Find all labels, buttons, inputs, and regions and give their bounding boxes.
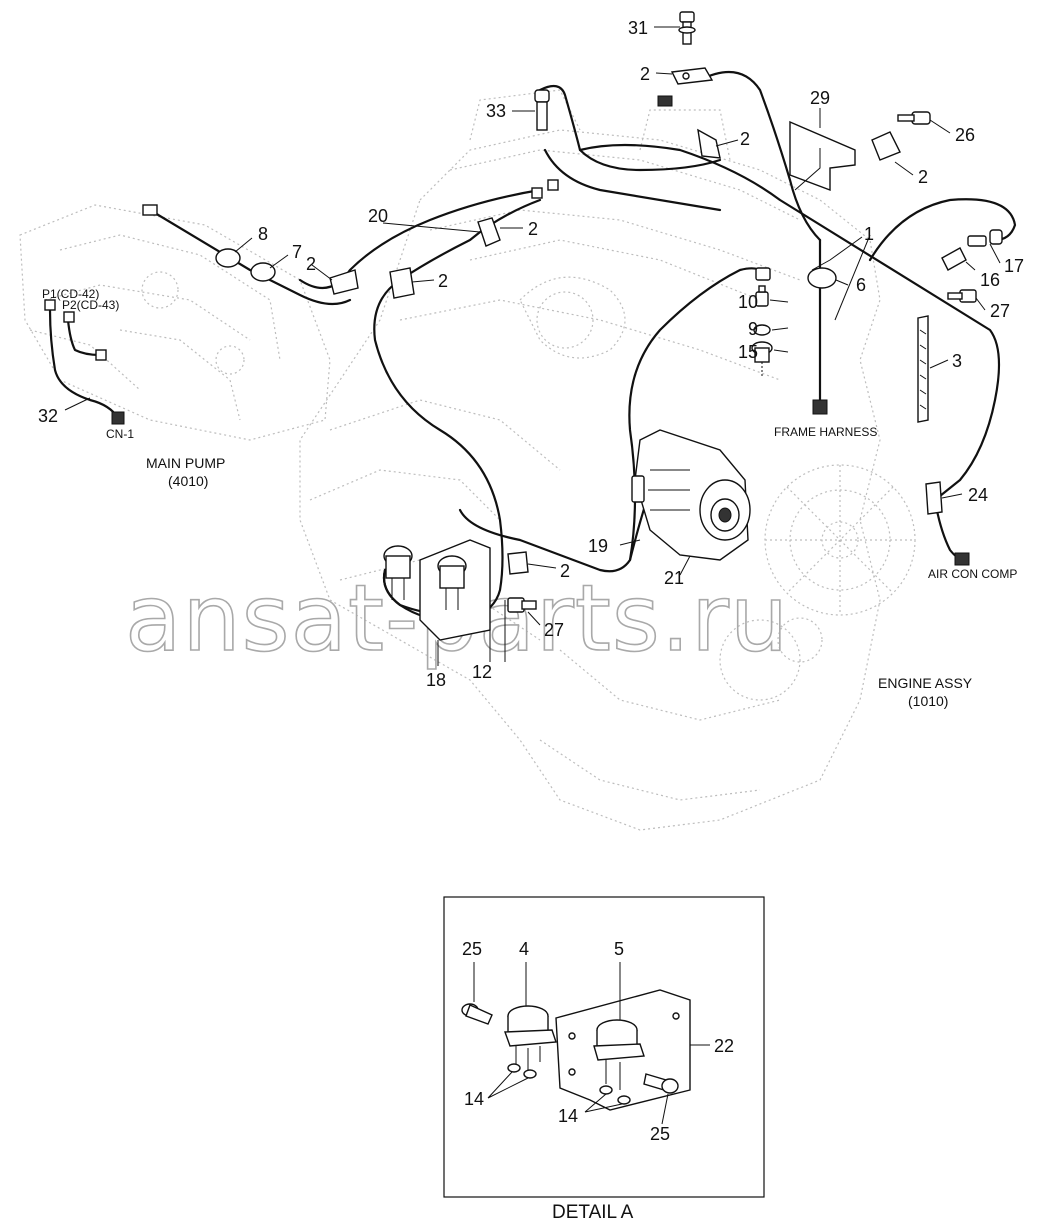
clip-icon [670, 67, 714, 85]
text-labels: P1(CD-42) P2(CD-43) CN-1 MAIN PUMP (4010… [42, 287, 1017, 709]
callout-10: 10 [738, 292, 758, 312]
callout-33: 33 [486, 101, 506, 121]
callout-27: 27 [544, 620, 564, 640]
main-pump-code: (4010) [168, 473, 208, 489]
washer-9-icon [753, 324, 771, 336]
bolt-26-icon [897, 111, 931, 125]
detail-callout-4: 4 [519, 939, 529, 959]
callout-19: 19 [588, 536, 608, 556]
connector-icon [954, 552, 970, 566]
callout-15: 15 [738, 342, 758, 362]
clamp-7-icon [250, 262, 276, 282]
bolt-27-icon [947, 289, 977, 303]
frame-harness-label: FRAME HARNESS [774, 425, 877, 439]
callout-9: 9 [748, 319, 758, 339]
clip-24-icon [925, 481, 943, 515]
callout-3: 3 [952, 351, 962, 371]
callout-8: 8 [258, 224, 268, 244]
bolt-27-icon [507, 597, 537, 613]
relay-assembly-18-icon [383, 539, 491, 641]
callout-6: 6 [856, 275, 866, 295]
connector-label-p2: P2(CD-43) [62, 298, 119, 312]
fitting-10-icon [755, 285, 769, 307]
sensor-16-icon [941, 247, 967, 271]
callout-2: 2 [918, 167, 928, 187]
engine-assy-code: (1010) [908, 693, 948, 709]
bolt-31-icon [678, 11, 696, 45]
callout-21: 21 [664, 568, 684, 588]
callout-2: 2 [560, 561, 570, 581]
connector-icon [657, 95, 673, 107]
connector-icon [95, 349, 107, 361]
callout-17: 17 [1004, 256, 1024, 276]
clip-icon [697, 128, 721, 159]
callout-2: 2 [640, 64, 650, 84]
relay-5-icon [593, 1019, 645, 1105]
callout-26: 26 [955, 125, 975, 145]
clamp-8-icon [215, 248, 241, 268]
callout-18: 18 [426, 670, 446, 690]
bolt-25-icon [643, 1073, 679, 1094]
connector-icon [547, 179, 559, 191]
callout-2: 2 [306, 254, 316, 274]
detail-callout-22: 22 [714, 1036, 734, 1056]
bolt-25-icon [461, 1003, 493, 1025]
callout-24: 24 [968, 485, 988, 505]
callout-numbers: 31 2 33 29 26 2 2 20 8 2 1 7 2 17 2 6 16… [38, 18, 1024, 690]
clip-icon [329, 269, 359, 295]
detail-a-panel: 25 4 5 22 14 14 25 DETAIL A [443, 896, 765, 1223]
connector-icon [755, 267, 771, 281]
connector-icon [44, 299, 56, 311]
detail-callout-14: 14 [558, 1106, 578, 1126]
alternator-21-icon [631, 429, 751, 561]
callout-7: 7 [292, 242, 302, 262]
clip-icon [507, 551, 529, 575]
callout-2: 2 [438, 271, 448, 291]
callout-2: 2 [740, 129, 750, 149]
engine-assy-label: ENGINE ASSY [878, 675, 973, 691]
callout-31: 31 [628, 18, 648, 38]
sensor-33-icon [534, 89, 550, 131]
adapter-15-icon [751, 341, 773, 363]
callout-29: 29 [810, 88, 830, 108]
connector-icon [111, 411, 125, 425]
callout-16: 16 [980, 270, 1000, 290]
harness-wires [48, 70, 1017, 623]
detail-callout-5: 5 [614, 939, 624, 959]
connector-icon [812, 399, 828, 415]
callout-1: 1 [864, 224, 874, 244]
connector-icon [63, 311, 75, 323]
callout-32: 32 [38, 406, 58, 426]
relay-4-icon [504, 1005, 557, 1079]
detail-callout-25: 25 [462, 939, 482, 959]
engine-ghost [299, 89, 916, 831]
detail-callout-14: 14 [464, 1089, 484, 1109]
ground-strap-3-icon [917, 315, 929, 423]
callout-27: 27 [990, 301, 1010, 321]
air-con-comp-label: AIR CON COMP [928, 567, 1017, 581]
clip-icon [389, 267, 415, 299]
bracket-29-icon [789, 120, 856, 192]
detail-callout-25: 25 [650, 1124, 670, 1144]
main-pump-label: MAIN PUMP [146, 455, 225, 471]
connector-icon [531, 187, 543, 199]
clip-icon [871, 131, 901, 161]
sensor-17-icon [967, 229, 1003, 247]
callout-20: 20 [368, 206, 388, 226]
clamp-6-icon [807, 267, 837, 289]
connector-icon [142, 204, 158, 216]
leader-lines [64, 26, 1001, 666]
connector-label-cn1: CN-1 [106, 427, 134, 441]
connector-label-p1: P1(CD-42) [42, 287, 99, 301]
callout-2: 2 [528, 219, 538, 239]
callout-12: 12 [472, 662, 492, 682]
clip-icon [477, 217, 501, 247]
detail-title: DETAIL A [552, 1202, 634, 1223]
parts [44, 11, 1003, 641]
